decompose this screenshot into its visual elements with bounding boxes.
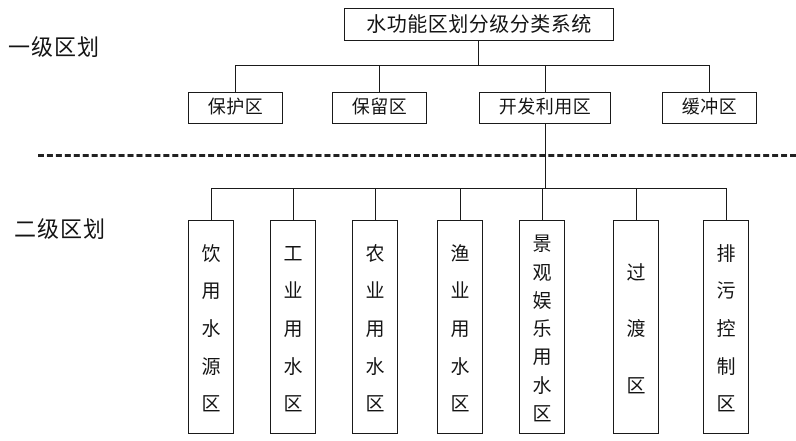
char: 区 — [532, 402, 552, 425]
connector-level2-drop-3 — [375, 188, 376, 220]
char: 观 — [532, 261, 552, 284]
connector-level1-drop-2 — [379, 65, 380, 92]
char: 业 — [450, 280, 470, 303]
level2-node-agricultural-water-zone[interactable]: 农 业 用 水 区 — [352, 220, 398, 434]
level1-node-buffer-zone[interactable]: 缓冲区 — [662, 92, 757, 124]
level-separator-dashed-line — [38, 154, 796, 157]
vertical-label: 景 观 娱 乐 用 水 区 — [520, 226, 564, 433]
connector-level1-drop-3 — [545, 65, 546, 92]
char: 乐 — [532, 318, 552, 340]
char: 渔 — [450, 242, 470, 265]
level1-node-development-utilization-zone[interactable]: 开发利用区 — [479, 92, 611, 124]
char: 污 — [716, 280, 736, 303]
char: 制 — [716, 355, 736, 378]
char: 水 — [365, 355, 385, 378]
char: 用 — [450, 317, 470, 340]
char: 水 — [450, 355, 470, 378]
char: 用 — [532, 346, 552, 369]
connector-level2-drop-7 — [726, 188, 727, 220]
level1-node-protection-zone[interactable]: 保护区 — [188, 92, 283, 124]
level1-side-label: 一级区划 — [8, 36, 101, 61]
level2-node-sewage-discharge-control-zone[interactable]: 排 污 控 制 区 — [703, 220, 749, 434]
connector-level1-bus — [235, 65, 710, 66]
vertical-label: 工 业 用 水 区 — [271, 226, 315, 433]
connector-level1-drop-1 — [235, 65, 236, 92]
char: 渡 — [626, 318, 646, 340]
char: 水 — [283, 355, 303, 378]
connector-level2-drop-5 — [542, 188, 543, 220]
connector-level2-drop-2 — [293, 188, 294, 220]
char: 景 — [532, 233, 552, 256]
level1-node-reserved-zone[interactable]: 保留区 — [332, 92, 427, 124]
char: 农 — [365, 242, 385, 265]
level2-node-transition-zone[interactable]: 过 渡 区 — [613, 220, 659, 434]
char: 业 — [365, 280, 385, 303]
char: 区 — [201, 393, 221, 416]
connector-level2-drop-4 — [460, 188, 461, 220]
char: 过 — [626, 261, 646, 284]
char: 区 — [365, 393, 385, 416]
char: 源 — [201, 355, 221, 378]
connector-level1-drop-4 — [709, 65, 710, 92]
char: 区 — [626, 374, 646, 397]
char: 用 — [201, 280, 221, 303]
vertical-label: 过 渡 区 — [614, 226, 658, 433]
char: 饮 — [201, 242, 221, 265]
connector-level2-bus — [211, 188, 726, 189]
level2-node-drinking-water-source-zone[interactable]: 饮 用 水 源 区 — [188, 220, 234, 434]
char: 排 — [716, 242, 736, 265]
char: 工 — [283, 242, 303, 265]
vertical-label: 饮 用 水 源 区 — [189, 226, 233, 433]
connector-level2-drop-6 — [636, 188, 637, 220]
connector-level2-drop-1 — [211, 188, 212, 220]
char: 用 — [283, 317, 303, 340]
char: 水 — [532, 374, 552, 397]
char: 区 — [716, 393, 736, 416]
level2-node-landscape-recreation-water-zone[interactable]: 景 观 娱 乐 用 水 区 — [519, 220, 565, 434]
char: 水 — [201, 317, 221, 340]
connector-root-stem — [478, 41, 479, 65]
char: 娱 — [532, 289, 552, 312]
char: 控 — [716, 317, 736, 340]
char: 业 — [283, 280, 303, 303]
vertical-label: 排 污 控 制 区 — [704, 226, 748, 433]
char: 区 — [450, 393, 470, 416]
vertical-label: 渔 业 用 水 区 — [438, 226, 482, 433]
root-node-water-function-zoning-system[interactable]: 水功能区划分级分类系统 — [344, 8, 614, 41]
level2-node-industrial-water-zone[interactable]: 工 业 用 水 区 — [270, 220, 316, 434]
level2-node-fishery-water-zone[interactable]: 渔 业 用 水 区 — [437, 220, 483, 434]
connector-development-zone-stem — [545, 124, 546, 189]
char: 用 — [365, 317, 385, 340]
char: 区 — [283, 393, 303, 416]
vertical-label: 农 业 用 水 区 — [353, 226, 397, 433]
level2-side-label: 二级区划 — [14, 218, 107, 243]
